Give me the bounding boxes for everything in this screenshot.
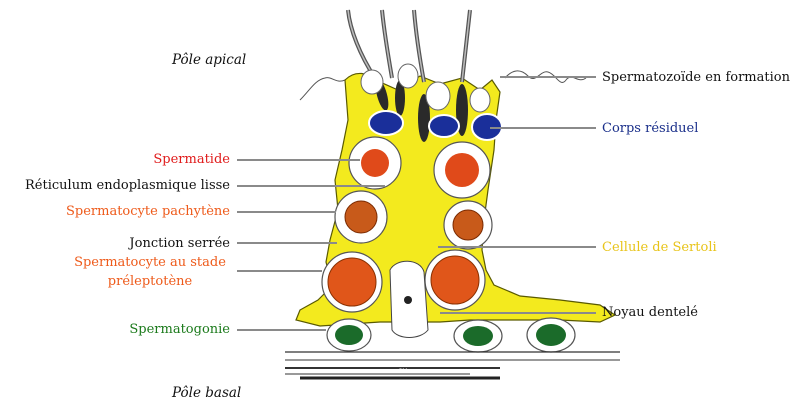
label-reticulum: Réticulum endoplasmique lisse <box>25 178 230 193</box>
apical-membrane-left <box>300 78 345 100</box>
label-jonction: Jonction serrée <box>129 236 230 251</box>
spermatogonia <box>327 318 575 352</box>
sertoli-nucleus <box>390 261 428 337</box>
pole-apical-label: Pôle apical <box>172 53 246 68</box>
label-spermatogonie: Spermatogonie <box>129 322 230 337</box>
label-spermatocyte-pachytene: Spermatocyte pachytène <box>66 204 230 219</box>
label-preleptotene-line2: préleptotène <box>70 274 230 289</box>
label-noyau: Noyau dentelé <box>602 305 698 320</box>
sperm-tail-1 <box>348 10 375 78</box>
label-sertoli: Cellule de Sertoli <box>602 240 717 255</box>
basal-lamina <box>285 352 620 378</box>
label-spermatide: Spermatide <box>153 152 230 167</box>
pole-basal-label: Pôle basal <box>172 386 241 401</box>
label-spermatozoide: Spermatozoïde en formation <box>602 70 790 85</box>
svg-text:CM: CM <box>398 368 407 375</box>
label-corps-residuel: Corps résiduel <box>602 121 698 136</box>
label-preleptotene-line1: Spermatocyte au stade <box>70 255 230 270</box>
